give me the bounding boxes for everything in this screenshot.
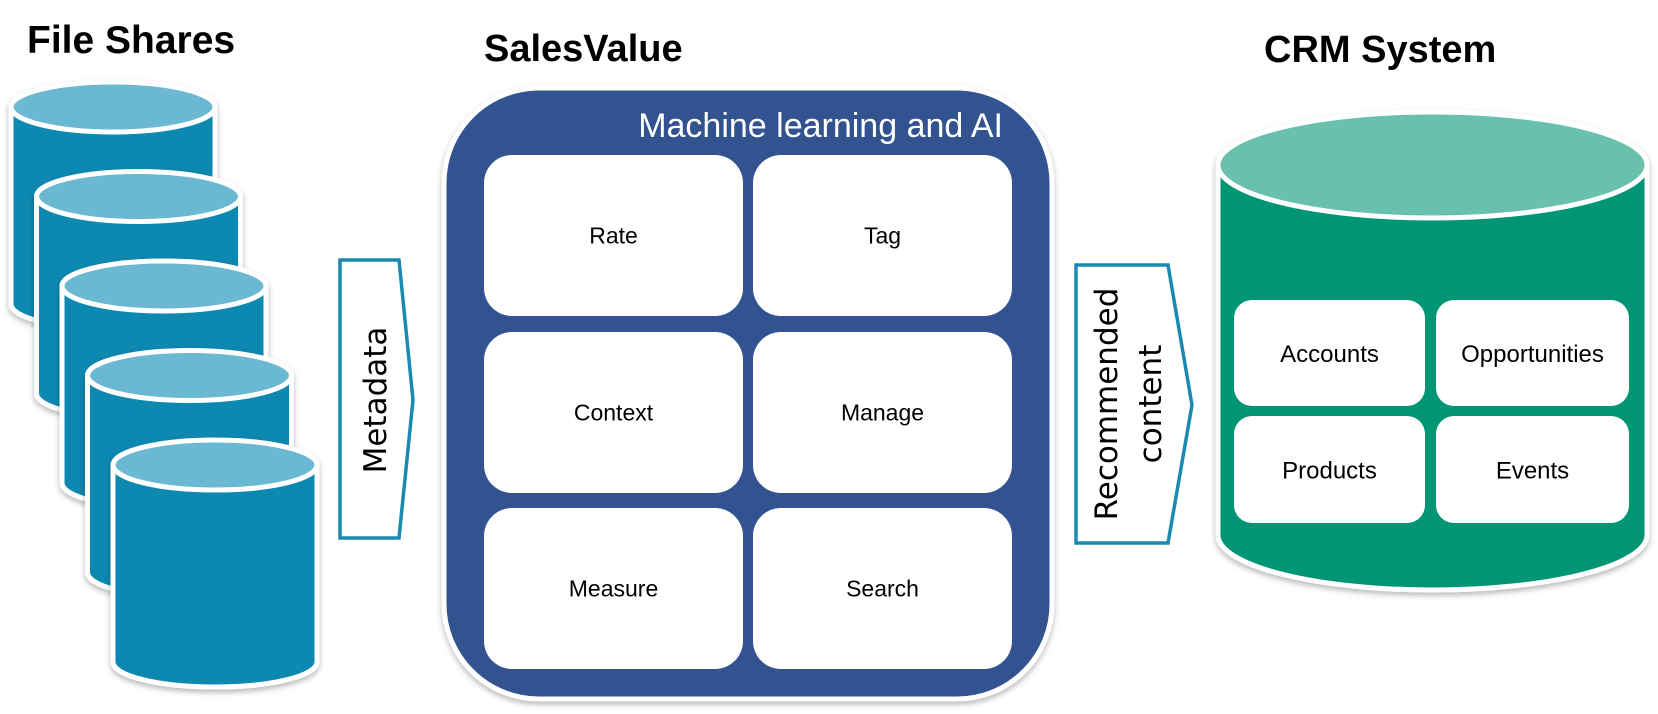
crm-entity-label: Events [1496,458,1569,485]
module-context: Context [484,332,743,493]
module-box [484,508,743,669]
salesvalue-title: SalesValue [484,28,683,70]
file-share-cylinder-body [110,462,320,690]
module-tag: Tag [753,155,1012,316]
module-box [484,332,743,493]
crm-entity-events: Events [1436,416,1629,523]
metadata-arrow: Metadata [338,258,415,540]
module-box [484,155,743,316]
module-label: Tag [864,223,901,249]
crm-cylinder-top [1215,109,1650,221]
recommended-label-line-2: content [1133,345,1169,464]
file-share-cylinder-top [85,348,294,403]
module-label: Context [574,400,654,426]
crm-system-title: CRM System [1264,29,1497,71]
file-shares-stack [8,79,320,690]
file-shares-title: File Shares [27,19,236,62]
metadata-label: Metadata [358,327,394,474]
file-share-cylinder-top [34,169,243,224]
module-box [753,508,1012,669]
module-label: Rate [589,223,638,249]
crm-entity-box [1234,416,1425,523]
module-label: Search [846,576,919,602]
crm-entity-opportunities: Opportunities [1436,300,1629,406]
crm-entity-label: Accounts [1280,341,1379,368]
file-share-cylinder-top [59,258,269,314]
module-box [753,155,1012,316]
module-manage: Manage [753,332,1012,493]
module-label: Manage [841,400,924,426]
file-share-cylinder [110,437,320,690]
file-share-cylinder-top [110,437,320,493]
file-share-cylinder-top [8,79,218,135]
crm-entity-accounts: Accounts [1234,300,1425,406]
recommended-content-arrow: Recommended content [1074,263,1194,545]
metadata-arrow-shape [338,258,415,540]
crm-entity-label: Opportunities [1461,341,1604,368]
module-rate: Rate [484,155,743,316]
recommended-arrow-shape [1074,263,1194,545]
crm-entity-box [1234,300,1425,406]
crm-entity-box [1436,300,1629,406]
module-box [753,332,1012,493]
module-search: Search [753,508,1012,669]
crm-entity-label: Products [1282,458,1377,485]
module-label: Measure [569,576,658,602]
module-measure: Measure [484,508,743,669]
recommended-label-line-1: Recommended [1089,288,1125,521]
crm-entity-products: Products [1234,416,1425,523]
machine-learning-header: Machine learning and AI [638,107,1003,145]
crm-entity-box [1436,416,1629,523]
